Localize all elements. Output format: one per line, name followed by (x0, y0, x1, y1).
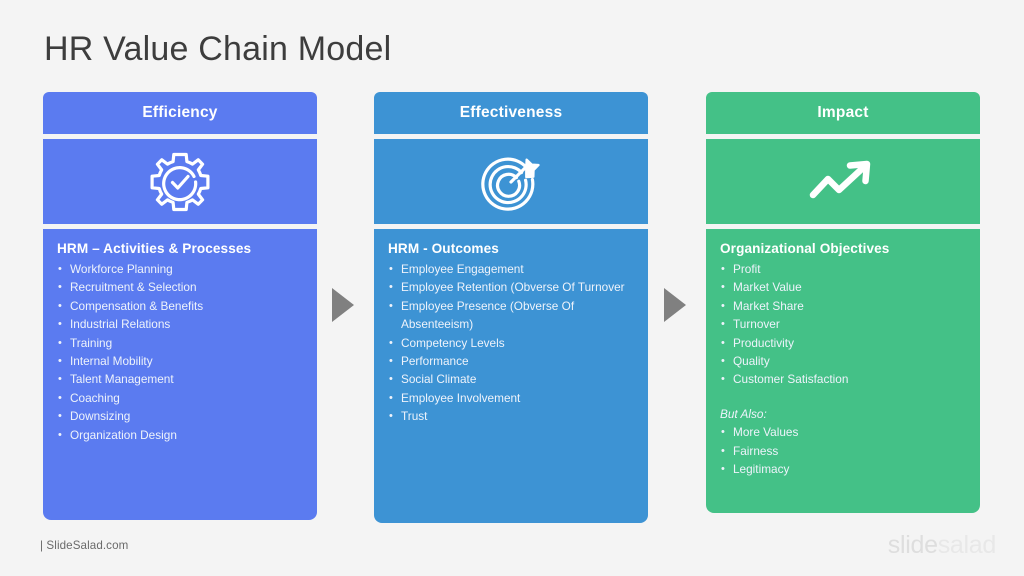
list-item: Competency Levels (388, 334, 634, 353)
target-arrow-icon (374, 139, 648, 224)
list-item: Industrial Relations (57, 315, 303, 334)
list-item: Coaching (57, 389, 303, 408)
list-item: Downsizing (57, 407, 303, 426)
list-item: Turnover (720, 315, 966, 334)
list-item: Trust (388, 407, 634, 426)
column-effectiveness: Effectiveness HRM - Outcomes Employee En… (374, 92, 648, 523)
list-item: Market Value (720, 278, 966, 297)
column-header-label: Impact (817, 104, 869, 121)
list-item: Market Share (720, 297, 966, 316)
column-impact: Impact Organizational Objectives Profit … (706, 92, 980, 513)
list-item: Organization Design (57, 426, 303, 445)
list-item: Compensation & Benefits (57, 297, 303, 316)
arrow-effectiveness-to-impact (664, 288, 686, 322)
column-body-effectiveness: HRM - Outcomes Employee Engagement Emplo… (374, 229, 648, 523)
list-item: Employee Engagement (388, 260, 634, 279)
list-item: Quality (720, 352, 966, 371)
list-item: Employee Presence (Obverse Of Absenteeis… (388, 297, 634, 334)
slidesalad-watermark: slidesalad (887, 531, 997, 560)
list-item: Talent Management (57, 370, 303, 389)
list-item: Internal Mobility (57, 352, 303, 371)
column-body-efficiency: HRM – Activities & Processes Workforce P… (43, 229, 317, 520)
column-header-impact[interactable]: Impact (706, 92, 980, 134)
sub-heading-but-also: But Also: (720, 406, 767, 421)
bullet-list-efficiency: Workforce Planning Recruitment & Selecti… (57, 260, 303, 444)
bullet-list-effectiveness: Employee Engagement Employee Retention (… (388, 260, 634, 426)
watermark-part-salad: salad (937, 531, 997, 559)
list-item: Recruitment & Selection (57, 278, 303, 297)
column-header-label: Efficiency (142, 104, 218, 121)
bullet-list-impact: Profit Market Value Market Share Turnove… (720, 260, 966, 389)
list-item: More Values (720, 423, 966, 442)
list-item: Employee Involvement (388, 389, 634, 408)
gear-check-icon (43, 139, 317, 224)
bullet-list-impact-secondary: More Values Fairness Legitimacy (720, 423, 966, 479)
list-item: Employee Retention (Obverse Of Turnover (388, 278, 634, 297)
list-item: Workforce Planning (57, 260, 303, 279)
column-efficiency: Efficiency HRM – Activities & Processes … (43, 92, 317, 520)
list-item: Social Climate (388, 370, 634, 389)
list-item: Legitimacy (720, 460, 966, 479)
footer-credit: | SlideSalad.com (40, 539, 129, 552)
column-header-effectiveness[interactable]: Effectiveness (374, 92, 648, 134)
watermark-part-slide: slide (887, 531, 938, 559)
list-item: Profit (720, 260, 966, 279)
column-body-title: HRM - Outcomes (388, 241, 499, 256)
list-item: Fairness (720, 442, 966, 461)
column-body-title: HRM – Activities & Processes (57, 241, 252, 256)
list-item: Performance (388, 352, 634, 371)
arrow-efficiency-to-effectiveness (332, 288, 354, 322)
page-title: HR Value Chain Model (44, 30, 392, 68)
column-header-label: Effectiveness (459, 104, 563, 121)
growth-arrow-icon (706, 139, 980, 224)
list-item: Productivity (720, 334, 966, 353)
column-body-title: Organizational Objectives (720, 241, 890, 256)
column-header-efficiency[interactable]: Efficiency (43, 92, 317, 134)
list-item: Training (57, 334, 303, 353)
column-body-impact: Organizational Objectives Profit Market … (706, 229, 980, 513)
list-item: Customer Satisfaction (720, 370, 966, 389)
